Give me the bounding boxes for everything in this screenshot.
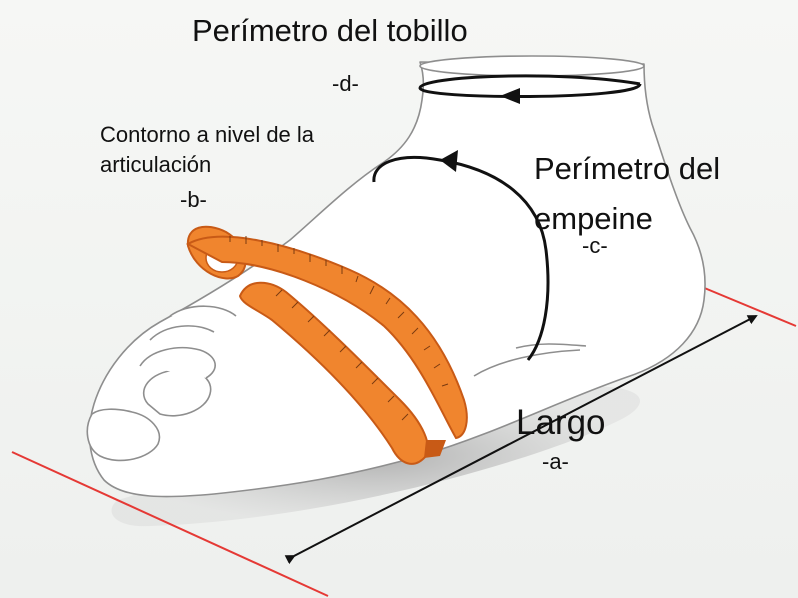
heel-guide-line <box>690 282 796 326</box>
length-label: Largo <box>516 404 606 443</box>
joint-contour-code: -b- <box>180 188 207 212</box>
instep-perimeter-code: -c- <box>582 234 608 258</box>
instep-perimeter-label: Perímetro del empeine <box>534 144 764 244</box>
joint-contour-label: Contorno a nivel de la articulación <box>100 120 340 180</box>
length-code: -a- <box>542 450 569 474</box>
ankle-perimeter-code: -d- <box>332 72 359 96</box>
ankle-perimeter-label: Perímetro del tobillo <box>192 14 468 48</box>
